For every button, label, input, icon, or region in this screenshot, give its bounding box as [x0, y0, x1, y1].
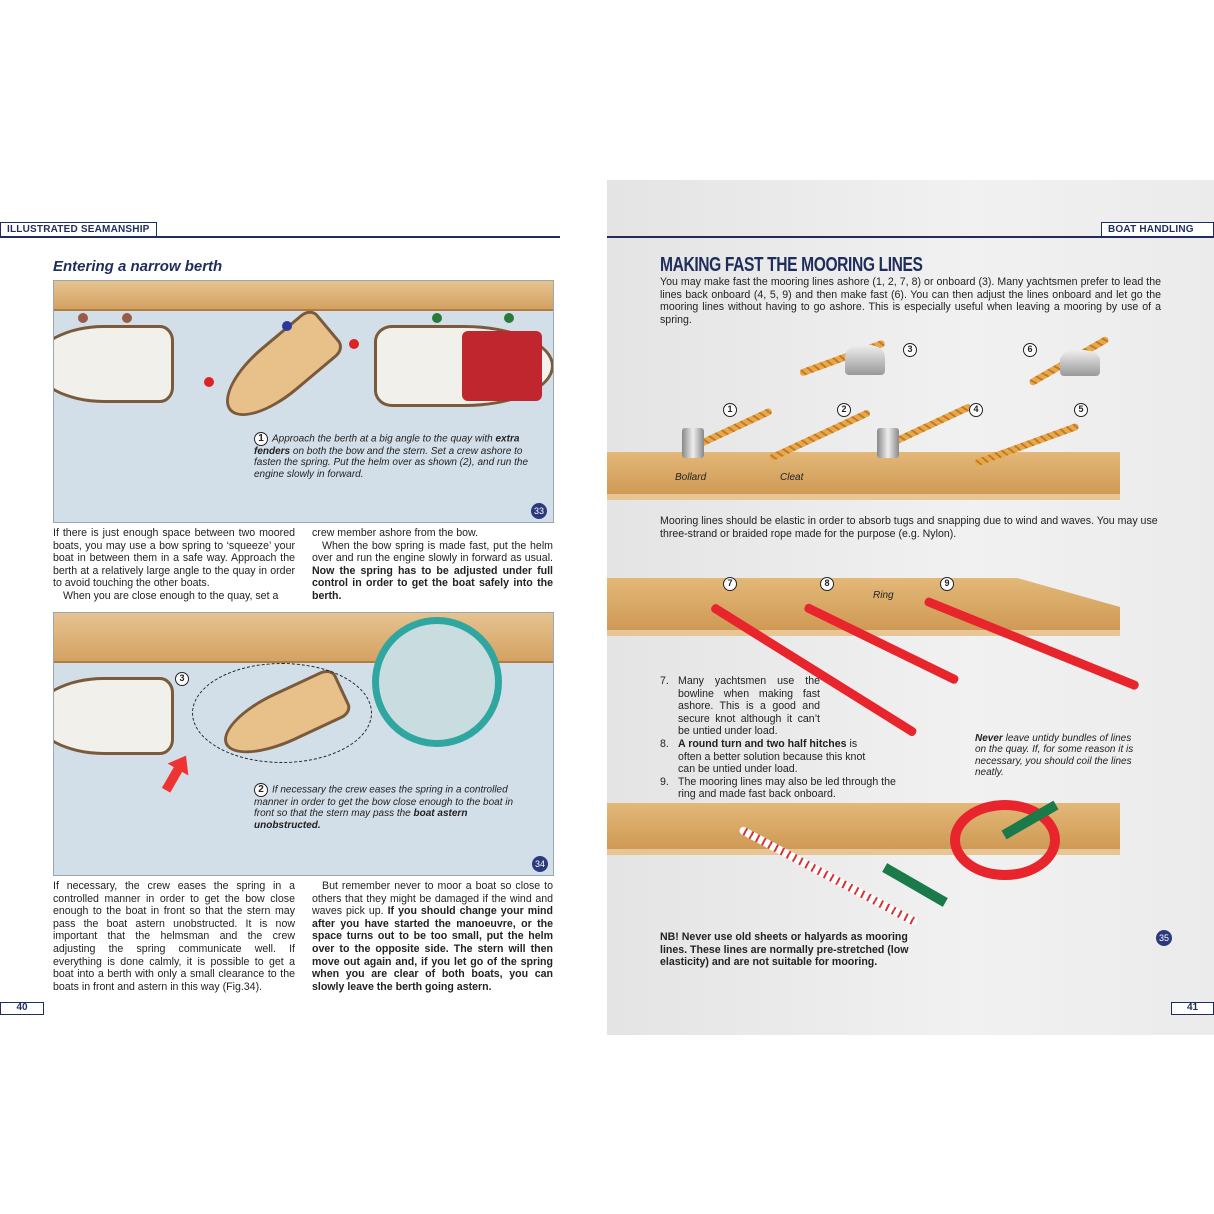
wooden-quay — [607, 578, 1120, 636]
running-header-left: ILLUSTRATED SEAMANSHIP — [0, 222, 157, 237]
list-item: 9.The mooring lines may also be led thro… — [660, 775, 896, 801]
text-column-1: If there is just enough space between tw… — [53, 527, 295, 602]
untidy-rope-bundle — [950, 800, 1060, 880]
intro-text: You may make fast the mooring lines asho… — [660, 276, 1161, 326]
cleat — [845, 345, 885, 375]
text-column-2: crew member ashore from the bow. When th… — [312, 527, 553, 602]
elastic-text: Mooring lines should be elastic in order… — [660, 515, 1158, 540]
running-header-right: BOAT HANDLING — [1101, 222, 1214, 237]
cleat-label: Cleat — [780, 472, 804, 483]
knot-list: 7.Many yachtsmen use the bowline when ma… — [660, 675, 910, 801]
never-note: Never leave untidy bundles of lines on t… — [975, 733, 1134, 778]
label-3: 3 — [175, 672, 189, 686]
page-number-right: 41 — [1171, 1002, 1214, 1015]
list-item: 8.A round turn and two half hitches is o… — [660, 737, 866, 776]
header-rule — [607, 236, 1214, 238]
arrow-icon — [156, 750, 197, 797]
label-8: 8 — [820, 577, 834, 591]
moored-boat-astern — [54, 325, 174, 403]
label-7: 7 — [723, 577, 737, 591]
fender — [122, 313, 132, 323]
fender — [282, 321, 292, 331]
label-3: 3 — [903, 343, 917, 357]
bollard-label: Bollard — [675, 472, 707, 483]
figure-number-badge: 35 — [1156, 930, 1172, 946]
wooden-quay — [607, 452, 1120, 500]
section-title: Entering a narrow berth — [53, 258, 223, 275]
text-column-1b: If necessary, the crew eases the spring … — [53, 880, 295, 993]
page-number-left: 40 — [0, 1002, 44, 1015]
bollard — [682, 428, 704, 458]
cleat — [1060, 350, 1100, 376]
section-title: MAKING FAST THE MOORING LINES — [660, 254, 923, 276]
boat-cabin — [462, 331, 542, 401]
turn-path — [192, 663, 372, 763]
fender — [432, 313, 442, 323]
figure-number-badge: 34 — [532, 856, 548, 872]
figure-number-badge: 33 — [531, 503, 547, 519]
label-2: 2 — [837, 403, 851, 417]
label-1: 1 — [723, 403, 737, 417]
label-6: 6 — [1023, 343, 1037, 357]
label-9: 9 — [940, 577, 954, 591]
fender — [204, 377, 214, 387]
list-item: 7.Many yachtsmen use the bowline when ma… — [660, 675, 820, 738]
bollard — [877, 428, 899, 458]
label-5: 5 — [1074, 403, 1088, 417]
moored-boat-astern — [54, 677, 174, 755]
approaching-boat — [211, 305, 347, 433]
text-column-2b: But remember never to moor a boat so clo… — [312, 880, 553, 993]
fender — [349, 339, 359, 349]
ring-label: Ring — [873, 590, 894, 601]
fender — [504, 313, 514, 323]
fender — [78, 313, 88, 323]
quay — [54, 281, 553, 311]
detail-inset — [372, 617, 502, 747]
header-rule — [0, 236, 560, 238]
label-4: 4 — [969, 403, 983, 417]
nb-warning: NB! Never use old sheets or halyards as … — [660, 931, 909, 969]
